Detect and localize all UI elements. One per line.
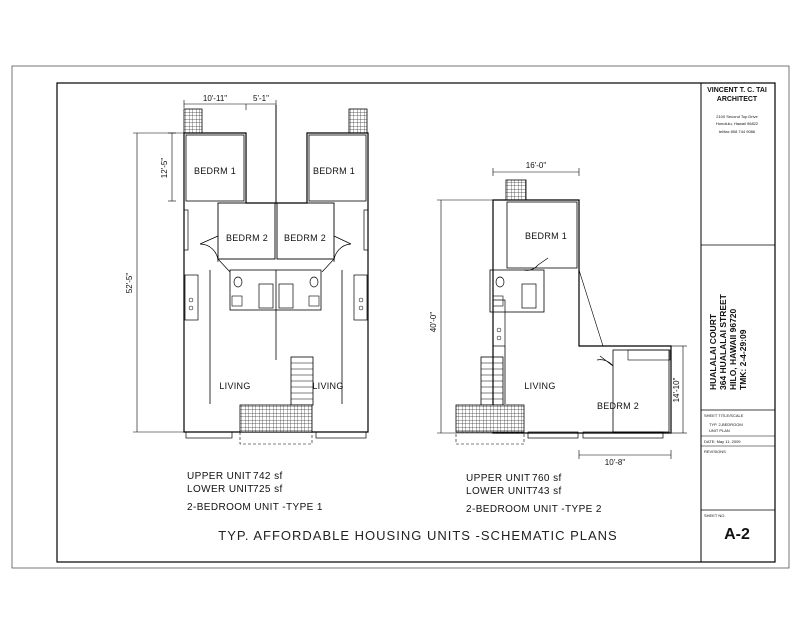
bathrooms-core <box>229 269 322 311</box>
plan1-label-bedrm2-right: BEDRM 2 <box>284 233 326 243</box>
plan1-upper-unit-area: 742 sf <box>253 471 283 482</box>
plan2-lower-unit-label: LOWER UNIT <box>466 486 533 497</box>
revisions-label: REVISIONS <box>704 449 726 454</box>
plan1-label-bedrm1-left: BEDRM 1 <box>194 166 236 176</box>
architect-name: VINCENT T. C. TAI <box>707 87 767 94</box>
kitchen-counter-left <box>184 274 199 321</box>
bedroom1-left <box>185 134 245 202</box>
plan1-dim-top-left: 10'-11" <box>203 94 227 103</box>
plan1-dim-bedroom-height: 12'-5" <box>160 158 169 179</box>
outer-sheet-border <box>11 65 790 569</box>
plan1-label-living-left: LIVING <box>219 381 250 391</box>
plan1-lower-unit-label: LOWER UNIT <box>187 484 254 495</box>
sheet-title-line-2: UNIT PLAN <box>709 428 730 433</box>
sheet-title-line-1: TYP. 2-BEDROOM <box>709 422 743 427</box>
entry-lanai-plan1 <box>239 404 313 433</box>
plan2-tub <box>521 283 537 309</box>
project-street: 364 HUALALAI STREET <box>718 293 728 390</box>
plan2-dim-bedroom2-height: 14'-10" <box>672 377 681 402</box>
stair-plan1 <box>290 356 314 406</box>
plan1-dim-top-right: 5'-1" <box>253 94 269 103</box>
plan2-dim-overall-height: 40'-0" <box>429 312 438 333</box>
plan2-bedroom1 <box>506 201 578 269</box>
sheet-no-label: SHEET NO. <box>704 513 726 518</box>
architect-address-1: 2100 Second Top Drive <box>716 114 758 119</box>
vent-stack-left <box>183 108 203 134</box>
project-info: HUALALAI COURT 364 HUALALAI STREET HILO,… <box>708 293 748 390</box>
vent-stack-plan2 <box>505 179 527 201</box>
plan2-upper-unit-label: UPPER UNIT <box>466 473 531 484</box>
plan2-kitchen-counter <box>492 299 506 347</box>
plan2-label-bedrm1: BEDRM 1 <box>525 231 567 241</box>
tub-left <box>258 283 274 309</box>
plan2-label-bedrm2: BEDRM 2 <box>597 401 639 411</box>
plan1-label-bedrm1-right: BEDRM 1 <box>313 166 355 176</box>
architect-address-2: Honolulu, Hawaii 96822 <box>716 121 759 126</box>
plan1-upper-unit-label: UPPER UNIT <box>187 471 252 482</box>
plan2-upper-unit-area: 760 sf <box>532 473 562 484</box>
plan2-toilet <box>495 276 505 288</box>
plan1-dimension-lines <box>133 100 277 433</box>
plan2-lower-unit-area: 743 sf <box>532 486 562 497</box>
title-block: VINCENT T. C. TAI ARCHITECT 2100 Second … <box>700 83 775 562</box>
plan2-bedroom2 <box>612 349 670 433</box>
sheet-main-title: TYP. AFFORDABLE HOUSING UNITS -SCHEMATIC… <box>218 528 617 543</box>
stair-plan2 <box>480 356 504 406</box>
plan1-lower-unit-area: 725 sf <box>253 484 283 495</box>
plan2-outline <box>492 199 672 434</box>
plan2-bathroom <box>489 269 545 313</box>
tub-right <box>278 283 294 309</box>
project-tmk: TMK: 2-4-29:09 <box>738 329 748 390</box>
bedroom2-left <box>217 202 276 260</box>
bedroom2-right <box>276 202 335 260</box>
architect-title: ARCHITECT <box>717 96 758 103</box>
project-name: HUALALAI COURT <box>708 313 718 390</box>
plan-type-2 <box>437 168 687 459</box>
sheet-number: A-2 <box>724 526 750 543</box>
plan1-label-living-right: LIVING <box>312 381 343 391</box>
toilet-left <box>233 276 243 288</box>
plan2-caption: 2-BEDROOM UNIT -TYPE 2 <box>466 504 602 515</box>
plan2-dim-top-width: 16'-0" <box>526 161 547 170</box>
bedroom1-right <box>308 134 367 202</box>
sheet-title-label: SHEET TITLE/SCALE <box>704 413 744 418</box>
entry-lanai-plan2 <box>455 404 525 433</box>
project-city: HILO, HAWAII 96720 <box>728 308 738 390</box>
plan1-caption: 2-BEDROOM UNIT -TYPE 1 <box>187 502 323 513</box>
architect-phone: tel/fax 808 744 9086 <box>719 129 756 134</box>
vent-stack-right <box>348 108 368 134</box>
plan-type-1 <box>133 100 369 445</box>
plan1-label-bedrm2-left: BEDRM 2 <box>226 233 268 243</box>
kitchen-counter-right <box>353 274 368 321</box>
plan2-label-living: LIVING <box>524 381 555 391</box>
plan2-dim-bedroom2-width: 10'-8" <box>605 458 626 467</box>
date: DATE: May 11, 2009 <box>704 439 741 444</box>
inner-sheet-border <box>56 82 776 563</box>
plan1-dim-overall-height: 52'-5" <box>125 273 134 294</box>
toilet-right <box>309 276 319 288</box>
plan2-dimension-lines <box>437 168 687 459</box>
